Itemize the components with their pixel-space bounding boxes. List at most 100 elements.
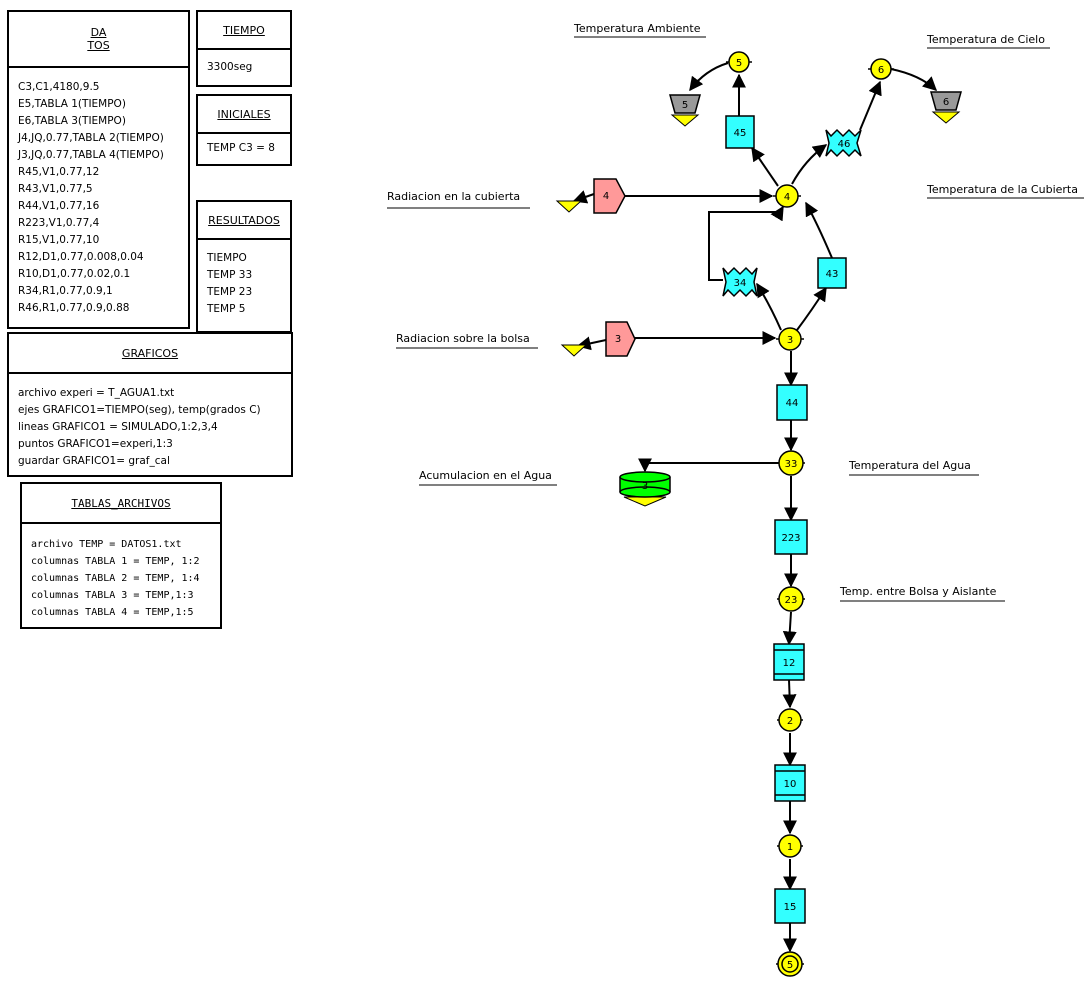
conn-3-to-43	[796, 286, 827, 331]
sink-e5[interactable]: 5	[669, 94, 701, 127]
graficos-panel[interactable]: GRAFICOS archivo experi = T_AGUA1.txt ej…	[7, 332, 293, 477]
node-3[interactable]: 3	[776, 327, 804, 351]
node-23[interactable]: 23	[777, 586, 805, 612]
svg-text:Temperatura Ambiente: Temperatura Ambiente	[573, 22, 701, 35]
label-temp-cubierta: Temperatura de la Cubierta	[926, 183, 1084, 199]
svg-text:6: 6	[943, 97, 949, 108]
datos-line: R46,R1,0.77,0.9,0.88	[18, 302, 130, 314]
datos-line: E5,TABLA 1(TIEMPO)	[18, 98, 126, 110]
svg-text:34: 34	[734, 278, 747, 289]
graficos-line: lineas GRAFICO1 = SIMULADO,1:2,3,4	[18, 421, 218, 433]
datos-line: R44,V1,0.77,16	[18, 200, 100, 212]
tiempo-panel[interactable]: TIEMPO 3300seg	[196, 10, 292, 87]
svg-text:23: 23	[785, 595, 798, 606]
node-5-bottom[interactable]: 5	[776, 951, 804, 977]
datos-line: R223,V1,0.77,4	[18, 217, 100, 229]
iniciales-line: TEMP C3 = 8	[207, 142, 275, 154]
svg-text:12: 12	[783, 658, 796, 669]
resistor-46[interactable]: 46	[825, 128, 862, 158]
resistor-15[interactable]: 15	[774, 888, 806, 924]
svg-text:223: 223	[781, 533, 800, 544]
svg-text:10: 10	[784, 779, 797, 790]
label-acumulacion: Acumulacion en el Agua	[419, 469, 557, 486]
graficos-line: archivo experi = T_AGUA1.txt	[18, 387, 175, 399]
connections	[572, 62, 938, 953]
svg-text:1: 1	[787, 842, 793, 853]
conn-6-to-sink6	[890, 68, 938, 91]
tiempo-title: TIEMPO	[223, 23, 265, 37]
resistor-43[interactable]: 43	[817, 257, 847, 289]
datos-line: R12,D1,0.77,0.008,0.04	[18, 251, 144, 263]
label-rad-bolsa: Radiacion sobre la bolsa	[396, 332, 538, 349]
resultados-line: TEMP 33	[207, 269, 253, 281]
tablas-line: columnas TABLA 1 = TEMP, 1:2	[31, 556, 200, 567]
graficos-line: ejes GRAFICO1=TIEMPO(seg), temp(grados C…	[18, 404, 261, 416]
datos-title: DA TOS	[87, 26, 110, 52]
conn-4-to-46	[791, 144, 828, 185]
resistor-45[interactable]: 45	[725, 115, 755, 149]
datos-line: R34,R1,0.77,0.9,1	[18, 285, 113, 297]
conn-46-to-6	[859, 80, 882, 131]
source-j4[interactable]: 4	[593, 178, 626, 214]
tablas-line: columnas TABLA 3 = TEMP,1:3	[31, 590, 194, 601]
conn-43-to-4	[805, 201, 833, 259]
temperature-nodes: 5 6 4 3 33 23 2	[726, 51, 894, 977]
svg-text:3: 3	[787, 335, 793, 346]
source-j3[interactable]: 3	[605, 321, 636, 357]
svg-text:4: 4	[784, 192, 790, 203]
datos-line: R43,V1,0.77,5	[18, 183, 93, 195]
datos-line: J4,JQ,0.77,TABLA 2(TIEMPO)	[18, 132, 164, 144]
graficos-body: archivo experi = T_AGUA1.txt ejes GRAFIC…	[9, 374, 291, 470]
node-1[interactable]: 1	[777, 834, 803, 858]
node-6[interactable]: 6	[868, 58, 894, 80]
svg-text:15: 15	[784, 902, 797, 913]
resistor-10[interactable]: 10	[774, 764, 806, 802]
svg-text:5: 5	[682, 100, 688, 111]
resistor-223[interactable]: 223	[774, 519, 808, 555]
resultados-line: TEMP 23	[207, 286, 253, 298]
graficos-title: GRAFICOS	[121, 346, 179, 360]
graficos-line: puntos GRAFICO1=experi,1:3	[18, 438, 173, 450]
tablas-title: TABLAS_ARCHIVOS	[71, 496, 171, 510]
ground-triangle-j3	[560, 344, 588, 357]
node-4[interactable]: 4	[773, 184, 801, 208]
conn-3-to-34	[756, 282, 782, 331]
tiempo-header: TIEMPO	[198, 12, 290, 50]
resistor-12[interactable]: 12	[773, 643, 805, 681]
svg-text:5: 5	[736, 58, 742, 69]
svg-text:5: 5	[787, 960, 793, 971]
node-2[interactable]: 2	[777, 708, 803, 732]
svg-text:46: 46	[838, 139, 851, 150]
sink-e6[interactable]: 6	[930, 91, 962, 124]
tablas-panel[interactable]: TABLAS_ARCHIVOS archivo TEMP = DATOS1.tx…	[20, 482, 222, 629]
svg-text:Temperatura de Cielo: Temperatura de Cielo	[926, 33, 1045, 46]
conn-5-to-sink5	[689, 62, 729, 92]
conn-4-to-45	[751, 146, 779, 187]
label-temp-bolsa: Temp. entre Bolsa y Aislante	[839, 585, 1005, 602]
svg-text:Temperatura del Agua: Temperatura del Agua	[848, 459, 971, 472]
node-33[interactable]: 33	[777, 450, 805, 476]
capacitor-c3[interactable]: 3	[619, 471, 671, 507]
datos-line: R45,V1,0.77,12	[18, 166, 100, 178]
conn-j4-to-ground	[572, 190, 595, 204]
resistor-34[interactable]: 34	[722, 266, 758, 298]
tablas-line: columnas TABLA 2 = TEMP, 1:4	[31, 573, 200, 584]
datos-line: R15,V1,0.77,10	[18, 234, 100, 246]
resistor-44[interactable]: 44	[776, 384, 808, 421]
datos-panel[interactable]: DA TOS C3,C1,4180,9.5 E5,TABLA 1(TIEMPO)…	[7, 10, 190, 329]
label-rad-cubierta: Radiacion en la cubierta	[387, 190, 530, 209]
iniciales-body: TEMP C3 = 8	[198, 134, 290, 157]
datos-line: J3,JQ,0.77,TABLA 4(TIEMPO)	[18, 149, 164, 161]
ground-triangle-j4	[555, 200, 583, 213]
resultados-body: TIEMPO TEMP 33 TEMP 23 TEMP 5	[198, 240, 290, 318]
svg-text:6: 6	[878, 65, 884, 76]
svg-text:45: 45	[734, 128, 747, 139]
label-temp-cielo: Temperatura de Cielo	[926, 33, 1050, 49]
resultados-panel[interactable]: RESULTADOS TIEMPO TEMP 33 TEMP 23 TEMP 5	[196, 200, 292, 333]
iniciales-title: INICIALES	[217, 107, 271, 121]
node-5-top[interactable]: 5	[726, 51, 752, 73]
iniciales-header: INICIALES	[198, 96, 290, 134]
graficos-header: GRAFICOS	[9, 334, 291, 374]
iniciales-panel[interactable]: INICIALES TEMP C3 = 8	[196, 94, 292, 166]
datos-line: R10,D1,0.77,0.02,0.1	[18, 268, 131, 280]
